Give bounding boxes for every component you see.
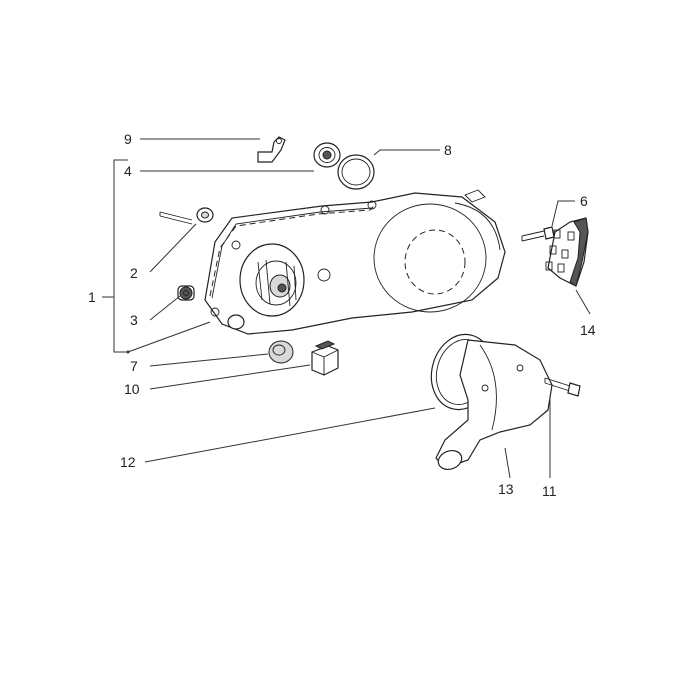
- transmission-cover: [204, 189, 506, 335]
- callout-6: 6: [580, 193, 588, 209]
- air-duct-part-13: [435, 339, 553, 471]
- callout-7: 7: [130, 358, 138, 374]
- seal-ring-part-8: [337, 154, 375, 190]
- bracket-part-9: [257, 136, 286, 163]
- callout-3: 3: [130, 312, 138, 328]
- callout-9: 9: [124, 131, 132, 147]
- callout-13: 13: [498, 481, 514, 497]
- callout-14: 14: [580, 322, 596, 338]
- rubber-block-part-10: [311, 340, 339, 376]
- dowel-pin-part-2: [159, 207, 214, 225]
- plug-part-7: [268, 340, 294, 364]
- screw-part-6: [521, 226, 555, 242]
- terminal-plate-part-14: [545, 217, 589, 287]
- callout-1: 1: [88, 289, 96, 305]
- callout-10: 10: [124, 381, 140, 397]
- bush-part-3: [177, 285, 195, 301]
- bearing-part-4: [313, 142, 341, 168]
- callout-11: 11: [542, 483, 557, 499]
- bolt-part-11: [544, 377, 581, 397]
- callout-2: 2: [130, 265, 138, 281]
- leader-lines: [102, 138, 591, 479]
- callout-8: 8: [444, 142, 452, 158]
- callout-4: 4: [124, 163, 132, 179]
- callout-12: 12: [120, 454, 136, 470]
